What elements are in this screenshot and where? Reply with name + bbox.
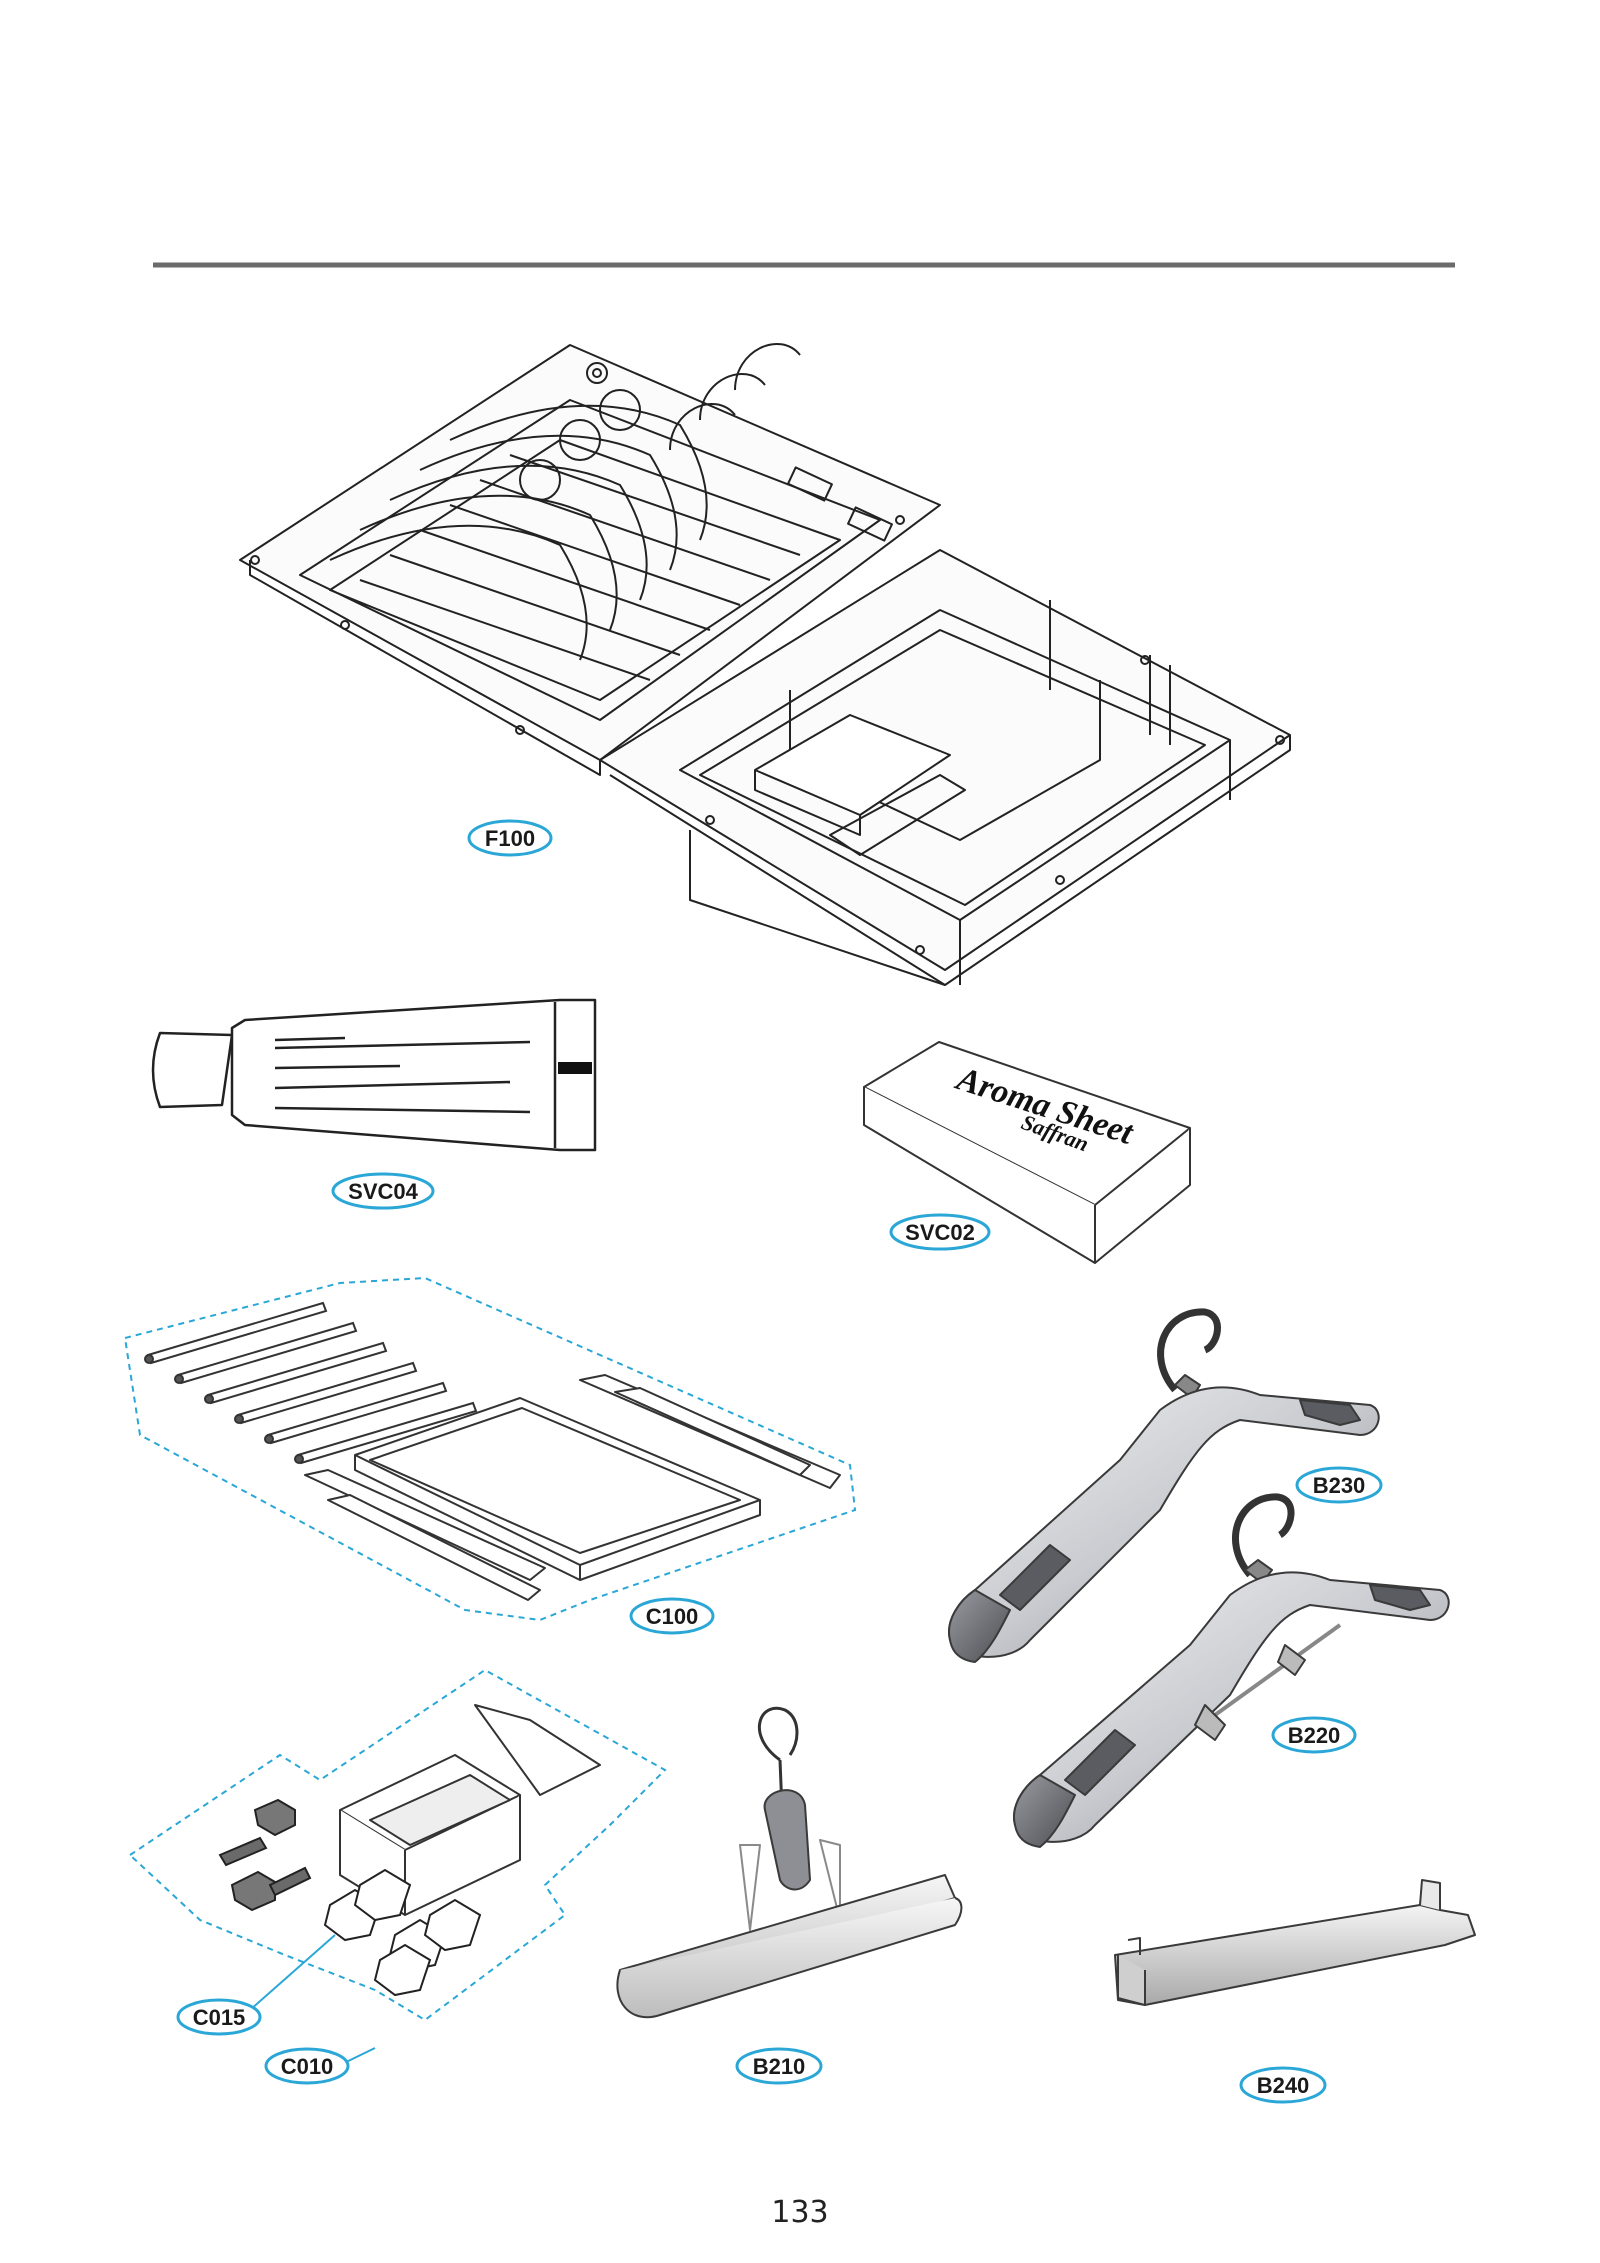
callout-c100-label: C100 [646, 1604, 699, 1629]
c100-group-outline [123, 1276, 857, 1622]
callout-b230: B230 [1295, 1466, 1383, 1504]
callout-c010: C010 [264, 2047, 350, 2085]
callout-b220-label: B220 [1288, 1723, 1341, 1748]
rods-set [144, 1301, 478, 1465]
callout-c015: C015 [176, 1998, 262, 2036]
hanger-b210-illustration [616, 1706, 963, 2019]
clip-set [323, 1868, 482, 1997]
callout-c010-label: C010 [281, 2054, 334, 2079]
hanger-b230-illustration [948, 1308, 1380, 1663]
page-number: 133 [771, 2195, 829, 2230]
callout-f100: F100 [467, 819, 553, 857]
callout-b230-label: B230 [1313, 1473, 1366, 1498]
callout-b240-label: B240 [1257, 2073, 1310, 2098]
callout-svc04: SVC04 [331, 1172, 435, 1210]
drum-case-illustration [239, 343, 1291, 986]
frame-assembly [304, 1374, 841, 1601]
callout-svc04-label: SVC04 [348, 1179, 418, 1204]
thumb-screws [218, 1798, 312, 1912]
tray-b240-illustration [1114, 1879, 1476, 2006]
callout-b240: B240 [1239, 2066, 1327, 2104]
callout-svc02-label: SVC02 [905, 1220, 975, 1245]
callout-f100-label: F100 [485, 826, 535, 851]
callout-b210: B210 [735, 2047, 823, 2085]
callout-b210-label: B210 [753, 2054, 806, 2079]
aroma-sheet-box [863, 1041, 1191, 1264]
callout-c100: C100 [629, 1597, 715, 1635]
tube-illustration [151, 998, 597, 1152]
callout-b220: B220 [1271, 1716, 1357, 1754]
hanger-b220-illustration [1013, 1493, 1450, 1848]
callout-svc02: SVC02 [889, 1213, 991, 1251]
callout-c015-label: C015 [193, 2005, 246, 2030]
c015-leader-line [249, 1934, 336, 2011]
c010-group-outline [128, 1668, 667, 2022]
